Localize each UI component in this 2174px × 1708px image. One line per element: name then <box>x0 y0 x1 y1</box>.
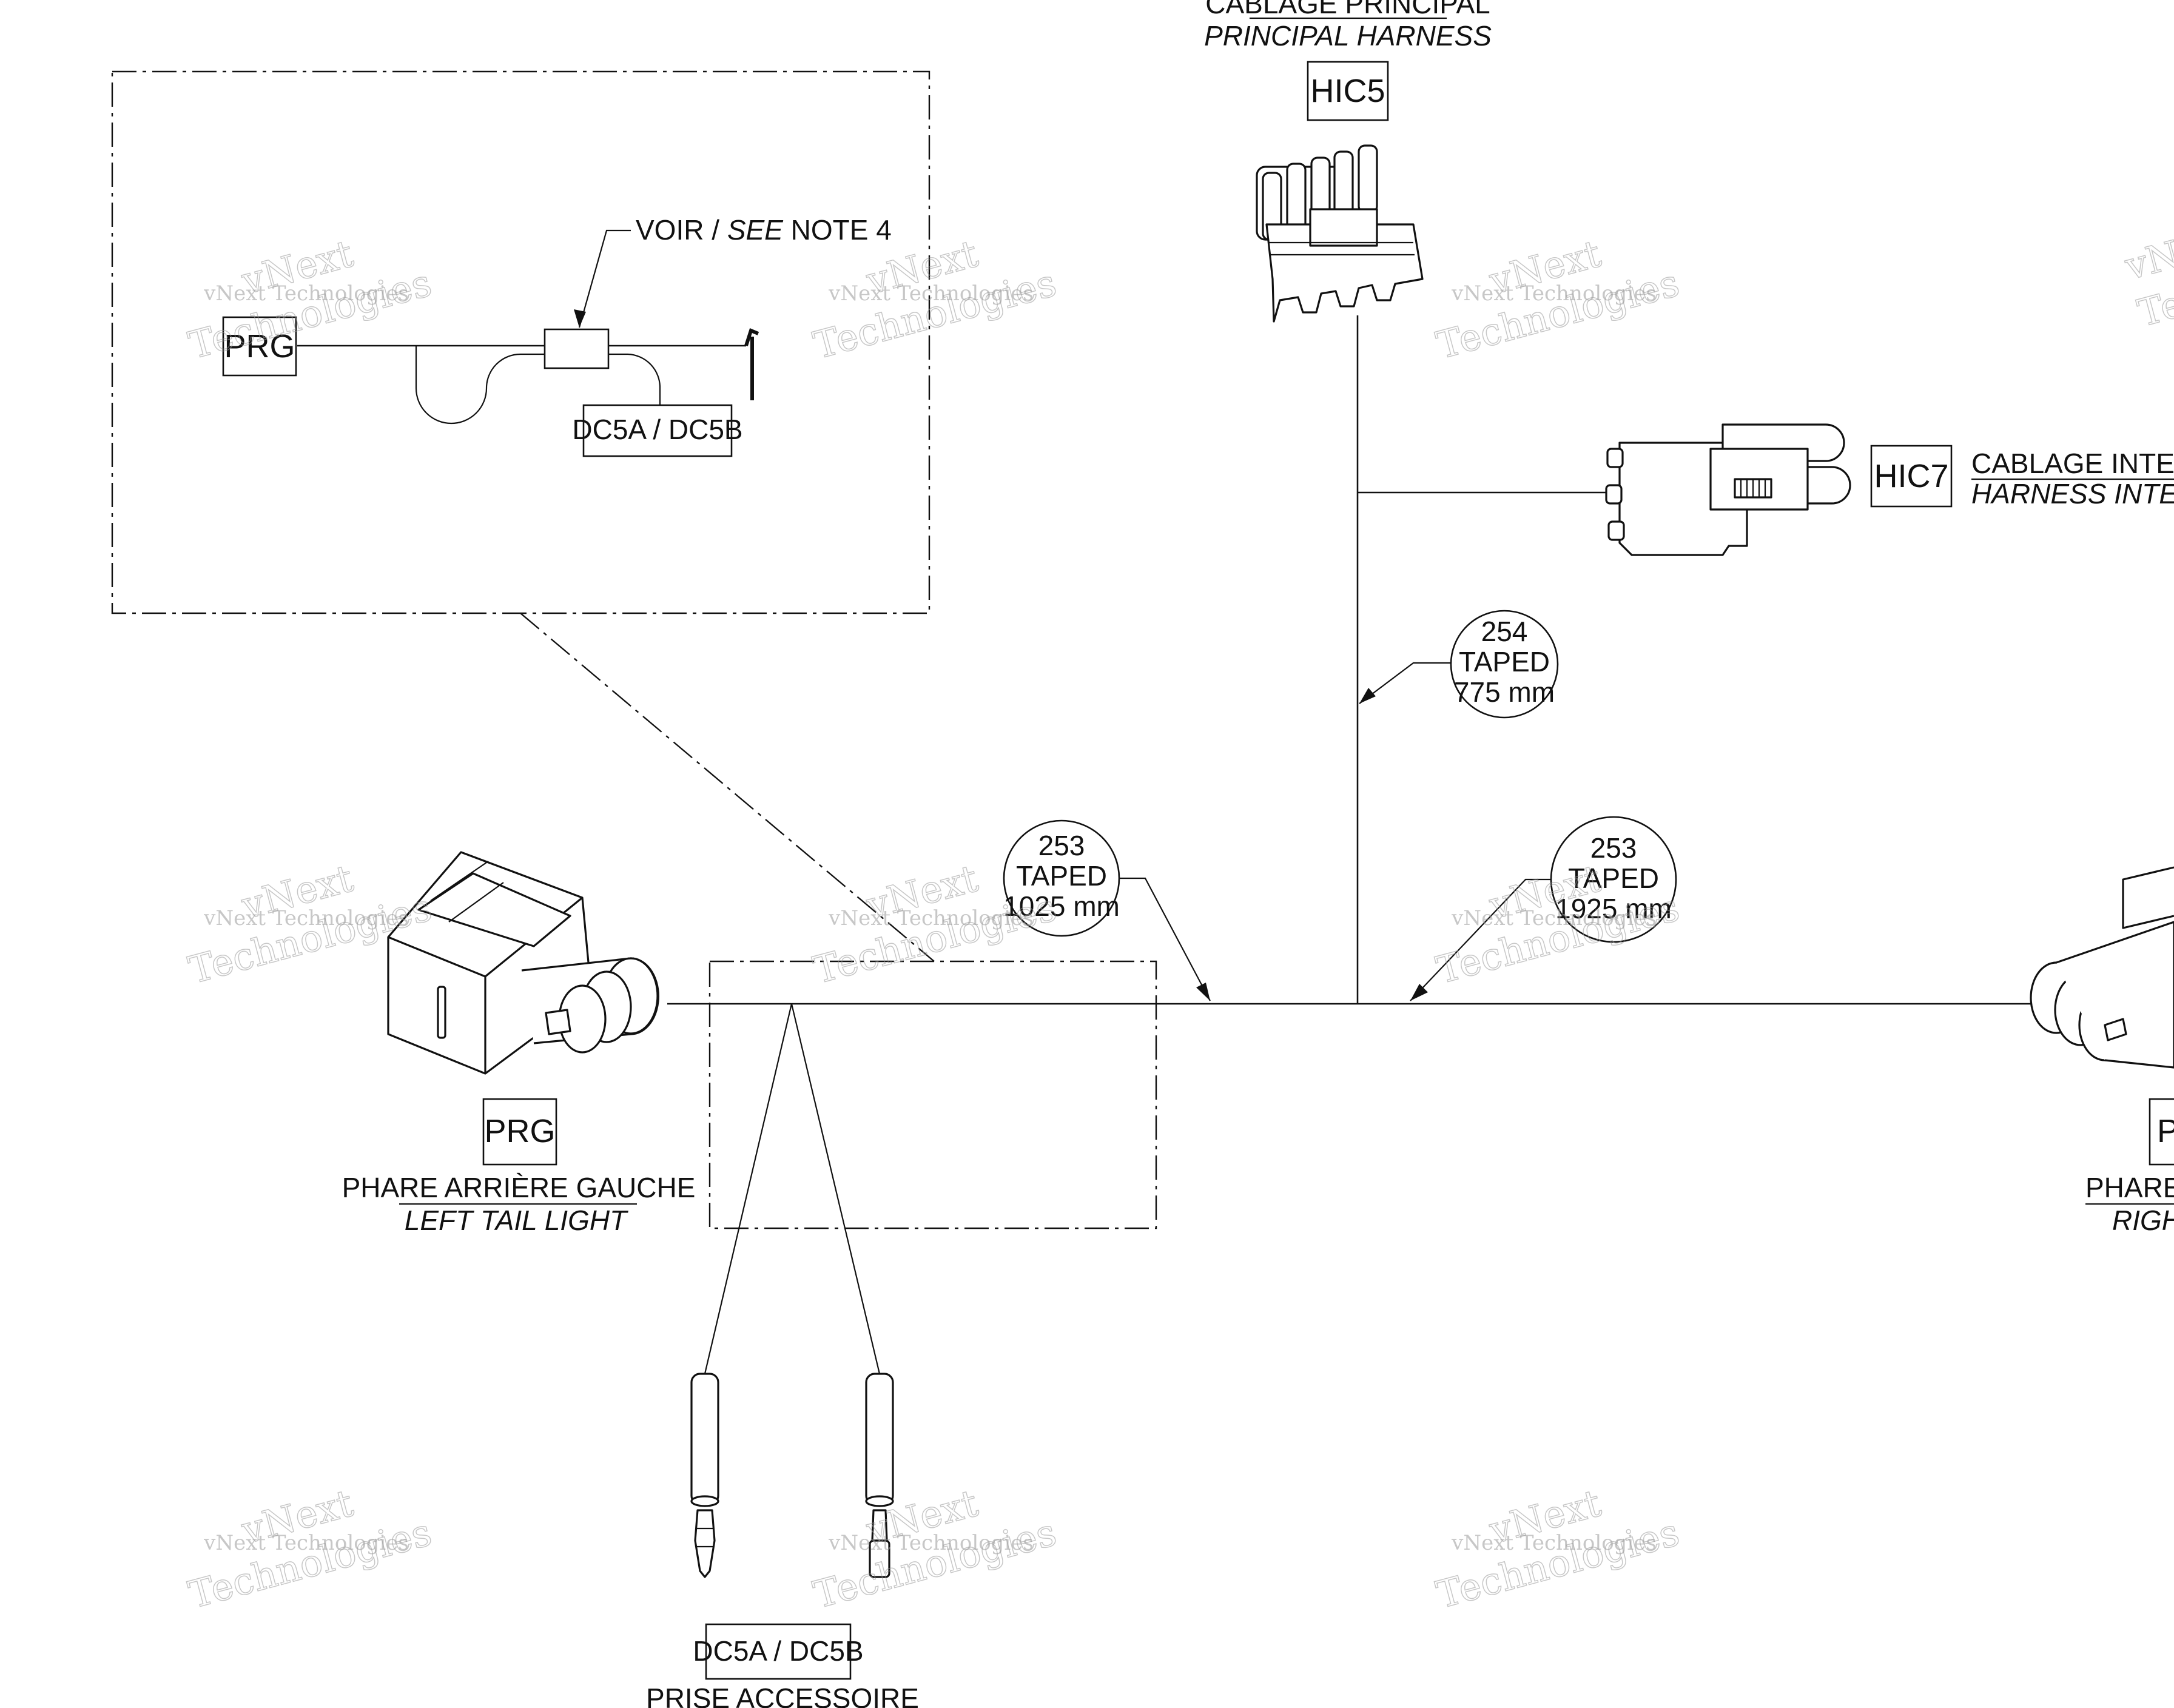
detail-prg-box <box>222 316 297 377</box>
prd-right-title-en: RIGHT <box>2112 1205 2174 1236</box>
main-harness <box>667 315 2174 1374</box>
seg-254-line3: 775 mm <box>1454 676 1555 708</box>
detail-view: PRG DC5A / DC5B VOIR / SEE NOTE 4 <box>111 70 935 962</box>
watermark: vNext vNext Technologies Technologies <box>1432 1480 1684 1617</box>
prd-right-label: P <box>2157 1113 2174 1149</box>
seg-253a-arrow-icon <box>1196 983 1210 1001</box>
hic5-title-en: PRINCIPAL HARNESS <box>1204 20 1492 52</box>
watermark: vNext Technologies <box>2119 216 2174 335</box>
prd-right-title-fr: PHARE AR <box>2085 1172 2174 1203</box>
breakout-frame <box>708 960 1157 1229</box>
seg-253a-line3: 1025 mm <box>1003 890 1120 922</box>
hic7-title-fr: CABLAGE INTER-CONN <box>1971 448 2174 479</box>
detail-wire-loop <box>415 346 661 425</box>
prg-left-label-box <box>482 1098 557 1166</box>
detail-leader <box>520 613 935 962</box>
prg-left-title-fr: PHARE ARRIÈRE GAUCHE <box>342 1172 696 1203</box>
dc5b-wire <box>790 1003 881 1374</box>
dc5a-bullet-terminal-icon <box>690 1373 719 1578</box>
segment-254-callout: 254 TAPED 775 mm <box>1359 610 1559 719</box>
hic5-plug-icon <box>1256 144 1424 323</box>
svg-text:vNext: vNext <box>2120 217 2174 289</box>
prd-right-label-box <box>2149 1098 2174 1166</box>
svg-text:vNext Technologies: vNext Technologies <box>1451 906 1657 930</box>
tail-light-plug-icon <box>387 851 659 1075</box>
svg-text:vNext Technologies: vNext Technologies <box>828 906 1034 930</box>
seg-253b-line2: TAPED <box>1568 862 1659 894</box>
seg-253a-line2: TAPED <box>1016 860 1107 892</box>
hic5-title-fr: CABLAGE PRINCIPAL <box>1205 0 1490 19</box>
dc5-label-box <box>705 1623 852 1680</box>
hic7-label-box <box>1870 445 1953 508</box>
detail-dc5-box <box>582 404 733 457</box>
watermark: vNext vNext Technologies Technologies <box>184 230 437 368</box>
watermark: vNext vNext Technologies Technologies <box>809 1480 1062 1617</box>
seg-254-arrow-icon <box>1359 688 1376 704</box>
hic5-connector: CABLAGE PRINCIPAL PRINCIPAL HARNESS HIC5 <box>1204 0 1492 323</box>
hic7-label: HIC7 <box>1874 458 1948 494</box>
seg-253b-line3: 1925 mm <box>1555 893 1672 924</box>
detail-terminal-icon <box>744 328 759 400</box>
prg-left-label: PRG <box>484 1113 555 1149</box>
seg-254-line1: 254 <box>1481 616 1528 647</box>
seg-253a-line1: 253 <box>1038 830 1085 861</box>
detail-note-arrow-icon <box>574 309 586 328</box>
dc5-label: DC5A / DC5B <box>693 1635 863 1667</box>
svg-text:vNext Technologies: vNext Technologies <box>1451 1531 1657 1555</box>
prg-left-title-en: LEFT TAIL LIGHT <box>405 1205 628 1236</box>
watermark: vNext vNext Technologies Technologies <box>184 1480 437 1617</box>
dc5-connector: DC5A / DC5B PRISE ACCESSOIRE <box>646 1373 919 1708</box>
hic7-title-en: HARNESS INTER-CONN <box>1971 478 2174 509</box>
detail-fuse-box <box>544 328 610 369</box>
seg-253b-arrow-icon <box>1410 984 1428 1001</box>
detail-note-leader <box>578 229 631 328</box>
svg-text:vNext Technologies: vNext Technologies <box>203 906 409 930</box>
dc5a-wire <box>704 1003 793 1374</box>
dc5b-bullet-socket-icon <box>865 1373 894 1578</box>
svg-text:vNext Technologies: vNext Technologies <box>828 281 1034 306</box>
watermark: vNext vNext Technologies Technologies <box>1432 230 1684 368</box>
seg-254-line2: TAPED <box>1459 646 1550 677</box>
right-tail-light-plug-icon <box>2030 866 2174 1069</box>
seg-253b-line1: 253 <box>1590 832 1637 864</box>
prg-left-connector: PRG PHARE ARRIÈRE GAUCHE LEFT TAIL LIGHT <box>342 851 696 1236</box>
svg-text:vNext Technologies: vNext Technologies <box>828 1531 1034 1555</box>
hic7-plug-icon <box>1605 423 1851 556</box>
svg-text:vNext Technologies: vNext Technologies <box>1451 281 1657 306</box>
hic5-label: HIC5 <box>1310 73 1385 109</box>
prd-right-connector: P PHARE AR RIGHT <box>2030 866 2174 1236</box>
svg-text:vNext Technologies: vNext Technologies <box>203 281 409 306</box>
detail-note: VOIR / SEE NOTE 4 <box>636 214 892 246</box>
svg-text:vNext Technologies: vNext Technologies <box>203 1531 409 1555</box>
segment-253b-callout: 253 TAPED 1925 mm <box>1410 816 1677 1001</box>
hic5-label-box <box>1307 61 1389 121</box>
hic7-connector: HIC7 CABLAGE INTER-CONN HARNESS INTER-CO… <box>1605 423 2174 556</box>
detail-dc5-label: DC5A / DC5B <box>572 414 742 445</box>
dc5-title-fr: PRISE ACCESSOIRE <box>646 1683 919 1708</box>
detail-prg-label: PRG <box>224 328 295 365</box>
segment-253a-callout: 253 TAPED 1025 mm <box>1003 819 1211 1001</box>
